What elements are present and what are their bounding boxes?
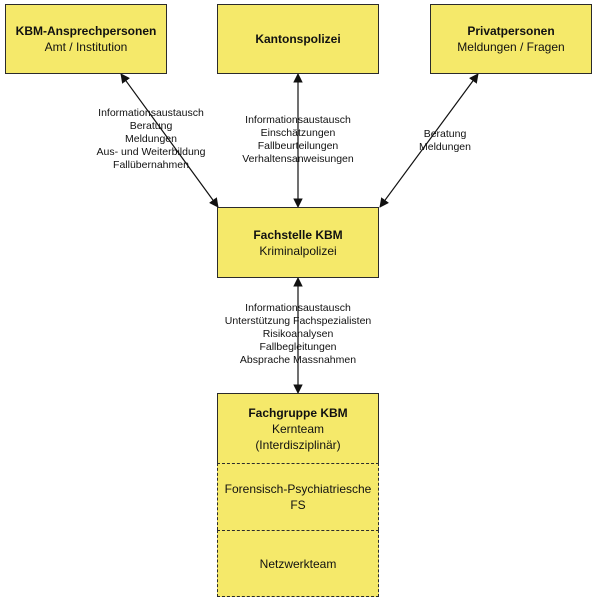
label-line: Beratung — [129, 120, 173, 132]
label-line: Unterstützung Fachspezialisten — [224, 315, 372, 327]
box-fachstelle-kbm: Fachstelle KBM Kriminalpolizei — [217, 207, 379, 278]
label-line: Aus- und Weiterbildung — [96, 146, 206, 158]
box-title: KBM-Ansprechpersonen — [15, 24, 157, 38]
box-netzwerkteam: Netzwerkteam — [217, 530, 379, 597]
box-title: Fachgruppe KBM — [248, 405, 348, 420]
label-line: Fallbeurteilungen — [257, 140, 339, 152]
box-subtitle: Kriminalpolizei — [259, 243, 337, 258]
label-line: Informationsaustausch — [245, 114, 351, 126]
label-line: Absprache Massnahmen — [239, 354, 357, 366]
label-line: Meldungen — [419, 141, 471, 153]
box-subtitle: Meldungen / Fragen — [457, 40, 565, 54]
box-line-2: Kernteam — [271, 421, 325, 436]
box-label: Netzwerkteam — [259, 556, 337, 571]
labels-fachgruppe-connection: Informationsaustausch Unterstützung Fach… — [218, 302, 378, 367]
box-fachgruppe-kbm: Fachgruppe KBM Kernteam (Interdisziplinä… — [217, 393, 379, 464]
labels-privat-connection: Beratung Meldungen — [405, 128, 485, 154]
arrow-ansprech-fachstelle — [120, 73, 219, 208]
label-line: Verhaltensanweisungen — [242, 153, 354, 165]
box-privatpersonen: Privatpersonen Meldungen / Fragen — [430, 4, 592, 74]
box-subtitle: Amt / Institution — [44, 40, 128, 54]
box-kantonspolizei: Kantonspolizei — [217, 4, 379, 74]
box-title: Fachstelle KBM — [253, 227, 343, 242]
label-line: Beratung — [423, 128, 467, 140]
label-line: Risikoanalysen — [262, 328, 334, 340]
box-label: Forensisch-Psychiatriesche FS — [224, 482, 372, 512]
arrow-privat-fachstelle — [379, 73, 479, 208]
label-line: Meldungen — [125, 133, 177, 145]
labels-ansprech-connection: Informationsaustausch Beratung Meldungen… — [86, 107, 216, 172]
label-line: Einschätzungen — [260, 127, 336, 139]
labels-kapo-connection: Informationsaustausch Einschätzungen Fal… — [233, 114, 363, 166]
box-line-3: (Interdisziplinär) — [255, 437, 341, 452]
box-title: Privatpersonen — [467, 24, 555, 38]
label-line: Fallübernahmen — [113, 159, 189, 171]
label-line: Informationsaustausch — [98, 107, 204, 119]
label-line: Informationsaustausch — [245, 302, 351, 314]
box-kbm-ansprechpersonen: KBM-Ansprechpersonen Amt / Institution — [5, 4, 167, 74]
box-forensisch-psychiatrische-fs: Forensisch-Psychiatriesche FS — [217, 463, 379, 530]
box-title: Kantonspolizei — [255, 32, 341, 46]
label-line: Fallbegleitungen — [259, 341, 337, 353]
